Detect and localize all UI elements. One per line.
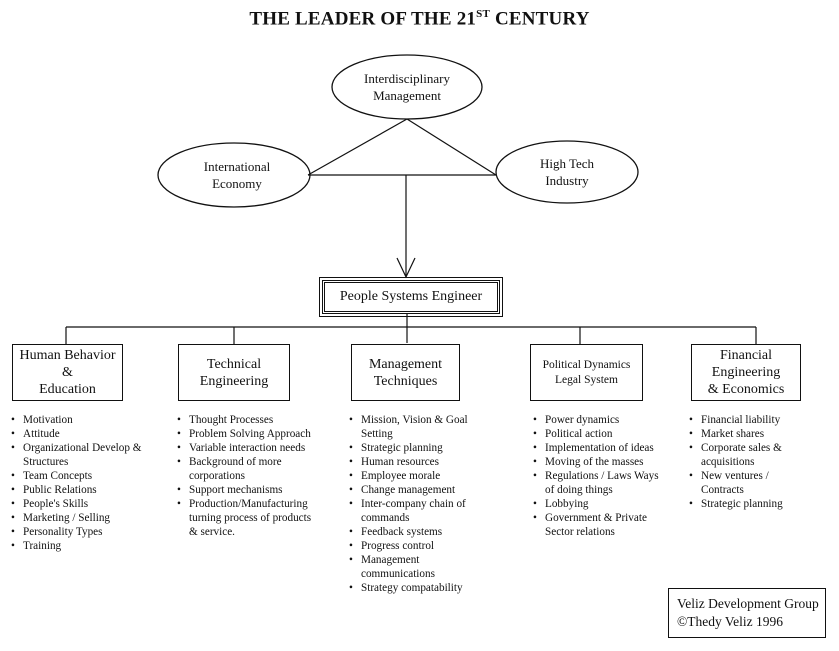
category-political-dynamics: Political Dynamics Legal System: [530, 344, 643, 401]
ellipse-top-label: Interdisciplinary Management: [332, 70, 482, 104]
category-line: Financial: [719, 348, 773, 363]
ellipse-right: [495, 140, 639, 204]
triangle-right-edge: [406, 118, 497, 176]
list-item: Problem Solving Approach: [176, 427, 321, 441]
list-item: People's Skills: [10, 497, 145, 511]
list-human-behavior: Motivation Attitude Organizational Devel…: [10, 413, 145, 553]
list-item: Personality Types: [10, 525, 145, 539]
ellipse-left-line-2: Economy: [212, 176, 262, 191]
list-item: Inter-company chain of commands: [348, 497, 473, 525]
list-item: Strategic planning: [348, 441, 473, 455]
category-line: Techniques: [373, 373, 438, 389]
list-item: New ventures / Contracts: [688, 469, 798, 497]
credit-line-1: Veliz Development Group: [677, 596, 819, 611]
list-item: Marketing / Selling: [10, 511, 145, 525]
list-item: Political action: [532, 427, 662, 441]
category-financial-engineering: Financial Engineering & Economics: [691, 344, 801, 401]
list-item: Attitude: [10, 427, 145, 441]
list-item: Government & Private Sector relations: [532, 511, 662, 539]
category-line: Human Behavior: [19, 348, 116, 363]
category-line: & Economics: [707, 382, 785, 397]
category-line: Education: [39, 382, 96, 397]
list-item: Power dynamics: [532, 413, 662, 427]
list-item: Implementation of ideas: [532, 441, 662, 455]
list-item: Strategic planning: [688, 497, 798, 511]
list-item: Regulations / Laws Ways of doing things: [532, 469, 662, 497]
triangle-left-edge: [307, 118, 408, 176]
title-superscript: ST: [476, 8, 490, 20]
credit-box: Veliz Development Group ©Thedy Veliz 199…: [668, 588, 826, 638]
diagram-title: THE LEADER OF THE 21ST CENTURY: [0, 8, 839, 30]
ellipse-right-label: High Tech Industry: [496, 155, 638, 189]
list-item: Human resources: [348, 455, 473, 469]
category-management-techniques: Management Techniques: [351, 344, 460, 401]
list-item: Background of more corporations: [176, 455, 321, 483]
list-item: Strategy compatability: [348, 581, 473, 595]
list-item: Mission, Vision & Goal Setting: [348, 413, 473, 441]
list-item: Thought Processes: [176, 413, 321, 427]
category-line: Technical: [206, 356, 262, 372]
list-item: Public Relations: [10, 483, 145, 497]
list-item: Financial liability: [688, 413, 798, 427]
ellipse-top-line-2: Management: [373, 88, 441, 103]
list-financial-engineering: Financial liability Market shares Corpor…: [688, 413, 798, 511]
category-line: Engineering: [711, 365, 781, 380]
list-political-dynamics: Power dynamics Political action Implemen…: [532, 413, 662, 539]
list-item: Production/Manufacturing turning process…: [176, 497, 321, 539]
category-line: &: [62, 365, 73, 380]
ellipse-top-line-1: Interdisciplinary: [364, 71, 450, 86]
list-item: Moving of the masses: [532, 455, 662, 469]
ellipse-left-label: International Economy: [162, 158, 312, 192]
category-line: Engineering: [199, 373, 269, 389]
list-item: Support mechanisms: [176, 483, 321, 497]
list-item: Training: [10, 539, 145, 553]
arrow-head: [396, 257, 416, 279]
list-item: Corporate sales & acquisitions: [688, 441, 798, 469]
people-systems-engineer-box: People Systems Engineer: [319, 277, 503, 317]
list-item: Variable interaction needs: [176, 441, 321, 455]
title-tail: CENTURY: [490, 8, 590, 30]
category-line: Legal System: [555, 373, 618, 386]
list-item: Progress control: [348, 539, 473, 553]
list-item: Change management: [348, 483, 473, 497]
list-item: Employee morale: [348, 469, 473, 483]
list-management-techniques: Mission, Vision & Goal Setting Strategic…: [348, 413, 473, 595]
list-item: Organizational Develop & Structures: [10, 441, 145, 469]
category-line: Management: [368, 356, 443, 372]
list-item: Management communications: [348, 553, 473, 581]
list-item: Team Concepts: [10, 469, 145, 483]
ellipse-left-line-1: International: [203, 159, 271, 174]
category-technical-engineering: Technical Engineering: [178, 344, 290, 401]
list-item: Lobbying: [532, 497, 662, 511]
list-item: Feedback systems: [348, 525, 473, 539]
category-human-behavior: Human Behavior & Education: [12, 344, 123, 401]
list-technical-engineering: Thought Processes Problem Solving Approa…: [176, 413, 321, 539]
title-main: THE LEADER OF THE 21: [249, 8, 477, 30]
list-item: Motivation: [10, 413, 145, 427]
credit-line-2: ©Thedy Veliz 1996: [677, 614, 783, 629]
list-item: Market shares: [688, 427, 798, 441]
ellipse-right-line-1: High Tech: [539, 156, 595, 171]
ellipse-right-line-2: Industry: [545, 173, 589, 188]
category-line: Political Dynamics: [542, 358, 631, 371]
